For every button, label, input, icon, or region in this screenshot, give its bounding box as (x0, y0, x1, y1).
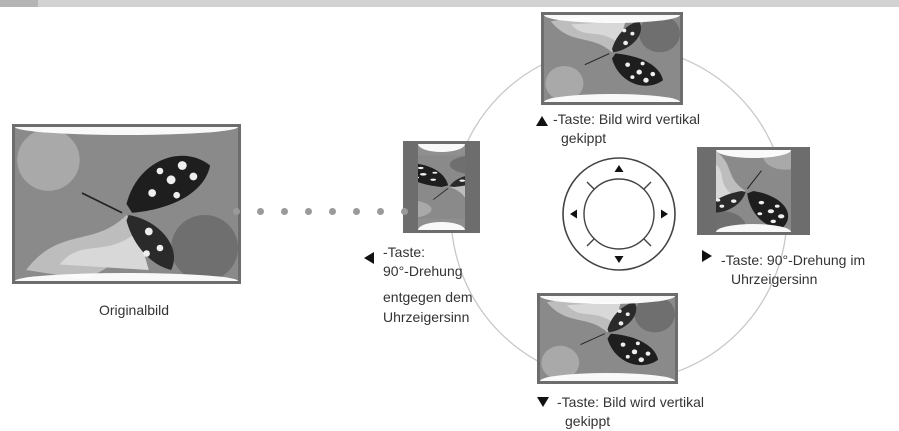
connector-dot (281, 208, 288, 215)
connector-dot (329, 208, 336, 215)
triangle-right-icon (702, 250, 712, 262)
photo-curl-edge (716, 150, 791, 158)
connector-dot (305, 208, 312, 215)
photo-curl-edge (418, 144, 465, 152)
left-label-line4: Uhrzeigersinn (383, 309, 470, 325)
original-label: Originalbild (99, 302, 170, 318)
dpad-left-icon (570, 209, 577, 219)
dpad-up-icon (614, 165, 624, 172)
butterfly-drawing (418, 155, 465, 219)
left-label-line3: entgegen dem (383, 289, 473, 305)
flipped-vertical-photo-bottom (537, 293, 678, 384)
triangle-up-icon (536, 116, 548, 126)
photo-curl-edge (540, 296, 675, 304)
butterfly-drawing (716, 150, 791, 232)
photo-curl-edge (418, 222, 465, 230)
butterfly-photo-image (418, 144, 465, 230)
down-label-line1: -Taste: Bild wird vertikal (557, 394, 705, 410)
dpad-down-icon (614, 256, 624, 263)
butterfly-photo-image (544, 15, 680, 102)
rotated-cw-photo (697, 147, 810, 235)
triangle-left-icon (364, 252, 374, 264)
butterfly-photo-image (716, 150, 791, 232)
rotated-ccw-photo (403, 141, 480, 233)
connector-dot (233, 208, 240, 215)
left-label-line2: 90°-Drehung (383, 263, 463, 279)
photo-curl-edge (716, 224, 791, 232)
connector-dot (353, 208, 360, 215)
connector-dot (257, 208, 264, 215)
photo-curl-edge (15, 273, 238, 281)
butterfly-drawing (540, 296, 675, 381)
original-photo (12, 124, 241, 284)
top-bar (0, 0, 899, 7)
connector-dot (401, 208, 408, 215)
photo-curl-edge (544, 94, 680, 102)
photo-curl-edge (15, 127, 238, 135)
photo-curl-edge (544, 15, 680, 23)
right-label-line1: -Taste: 90°-Drehung im (721, 252, 866, 268)
up-label-line1: -Taste: Bild wird vertikal (553, 111, 701, 127)
right-label-line2: Uhrzeigersinn (731, 271, 818, 287)
photo-curl-edge (540, 373, 675, 381)
triangle-down-icon (537, 397, 549, 407)
down-label-line2: gekippt (565, 413, 611, 429)
butterfly-photo-image (540, 296, 675, 381)
up-label-line2: gekippt (561, 130, 607, 146)
butterfly-photo-image (15, 127, 238, 281)
butterfly-drawing (15, 127, 238, 281)
top-bar-accent (0, 0, 38, 7)
flipped-vertical-photo-top (541, 12, 683, 105)
dpad-right-icon (661, 209, 668, 219)
butterfly-drawing (544, 15, 680, 102)
directional-pad-icon (562, 157, 676, 271)
connector-dot (377, 208, 384, 215)
left-label-line1: -Taste: (383, 244, 426, 260)
